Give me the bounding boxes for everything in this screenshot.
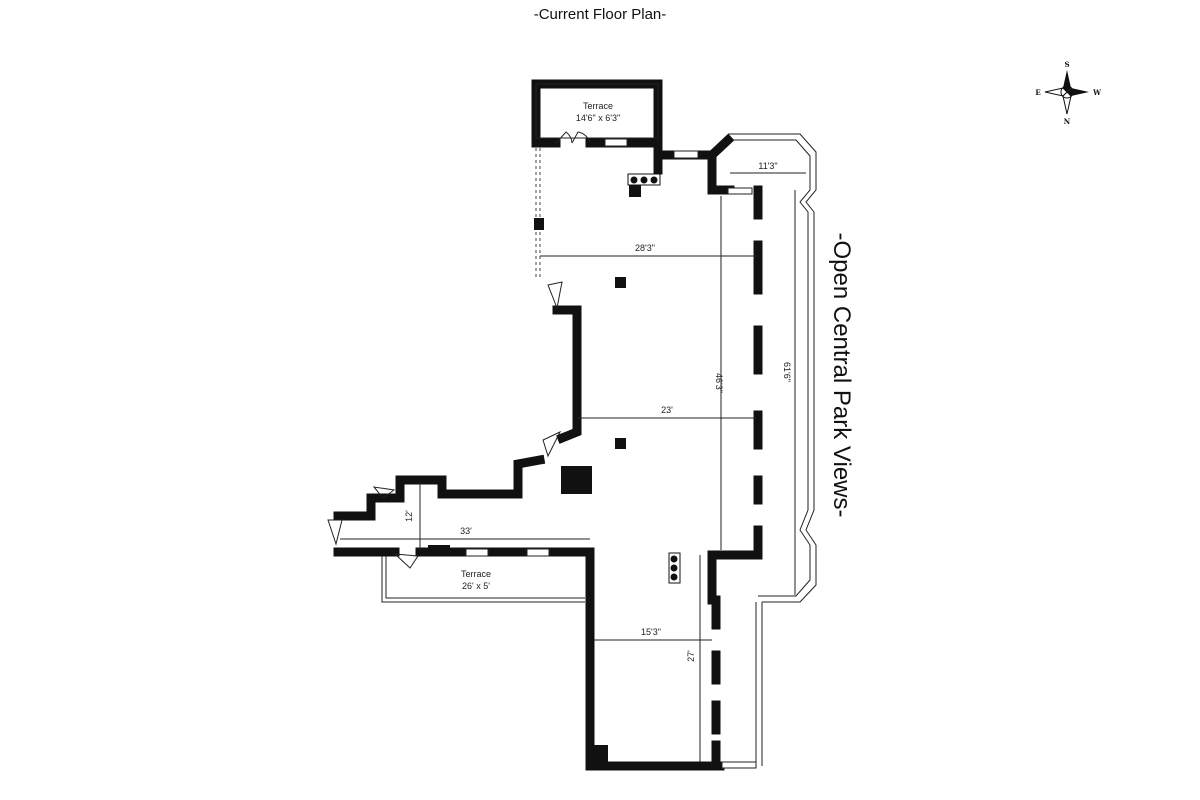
dimension-label: 33' [460, 526, 472, 536]
columns [428, 185, 641, 767]
central-park-views-label: -Open Central Park Views- [828, 233, 855, 518]
dimension-label: 46'3" [714, 373, 724, 393]
bottom-terrace: Terrace 26' x 5' [381, 556, 585, 603]
dimension-label: 23' [661, 405, 673, 415]
compass-right-label: W [1092, 88, 1101, 97]
stove-burners-icon-vertical [668, 552, 681, 584]
dimension-lines [340, 172, 806, 762]
windows [465, 138, 699, 557]
dimension-label: 15'3" [641, 627, 661, 637]
plan-title: -Current Floor Plan- [534, 6, 667, 23]
dimension-label: 12' [404, 510, 414, 522]
top-terrace-name: Terrace [583, 101, 613, 111]
doors [327, 131, 591, 569]
compass-top-label: S [1064, 60, 1069, 69]
stove-burners-icon [627, 173, 661, 186]
bottom-terrace-name: Terrace [461, 569, 491, 579]
compass-rose-icon: S N E W [1035, 60, 1101, 126]
compass-left-label: E [1035, 88, 1040, 97]
dimension-label: 11'3" [758, 161, 777, 171]
top-terrace-size: 14'6" x 6'3" [576, 113, 620, 123]
dimension-label: 27' [686, 650, 696, 662]
dimension-label: 28'3" [635, 243, 655, 253]
bay-window-outline [721, 133, 817, 769]
top-terrace: Terrace 14'6" x 6'3" [531, 79, 663, 143]
dimension-label: 61'6" [782, 362, 792, 382]
exterior-walls [333, 133, 763, 771]
bottom-terrace-size: 26' x 5' [462, 581, 490, 591]
compass-bottom-label: N [1064, 117, 1071, 126]
